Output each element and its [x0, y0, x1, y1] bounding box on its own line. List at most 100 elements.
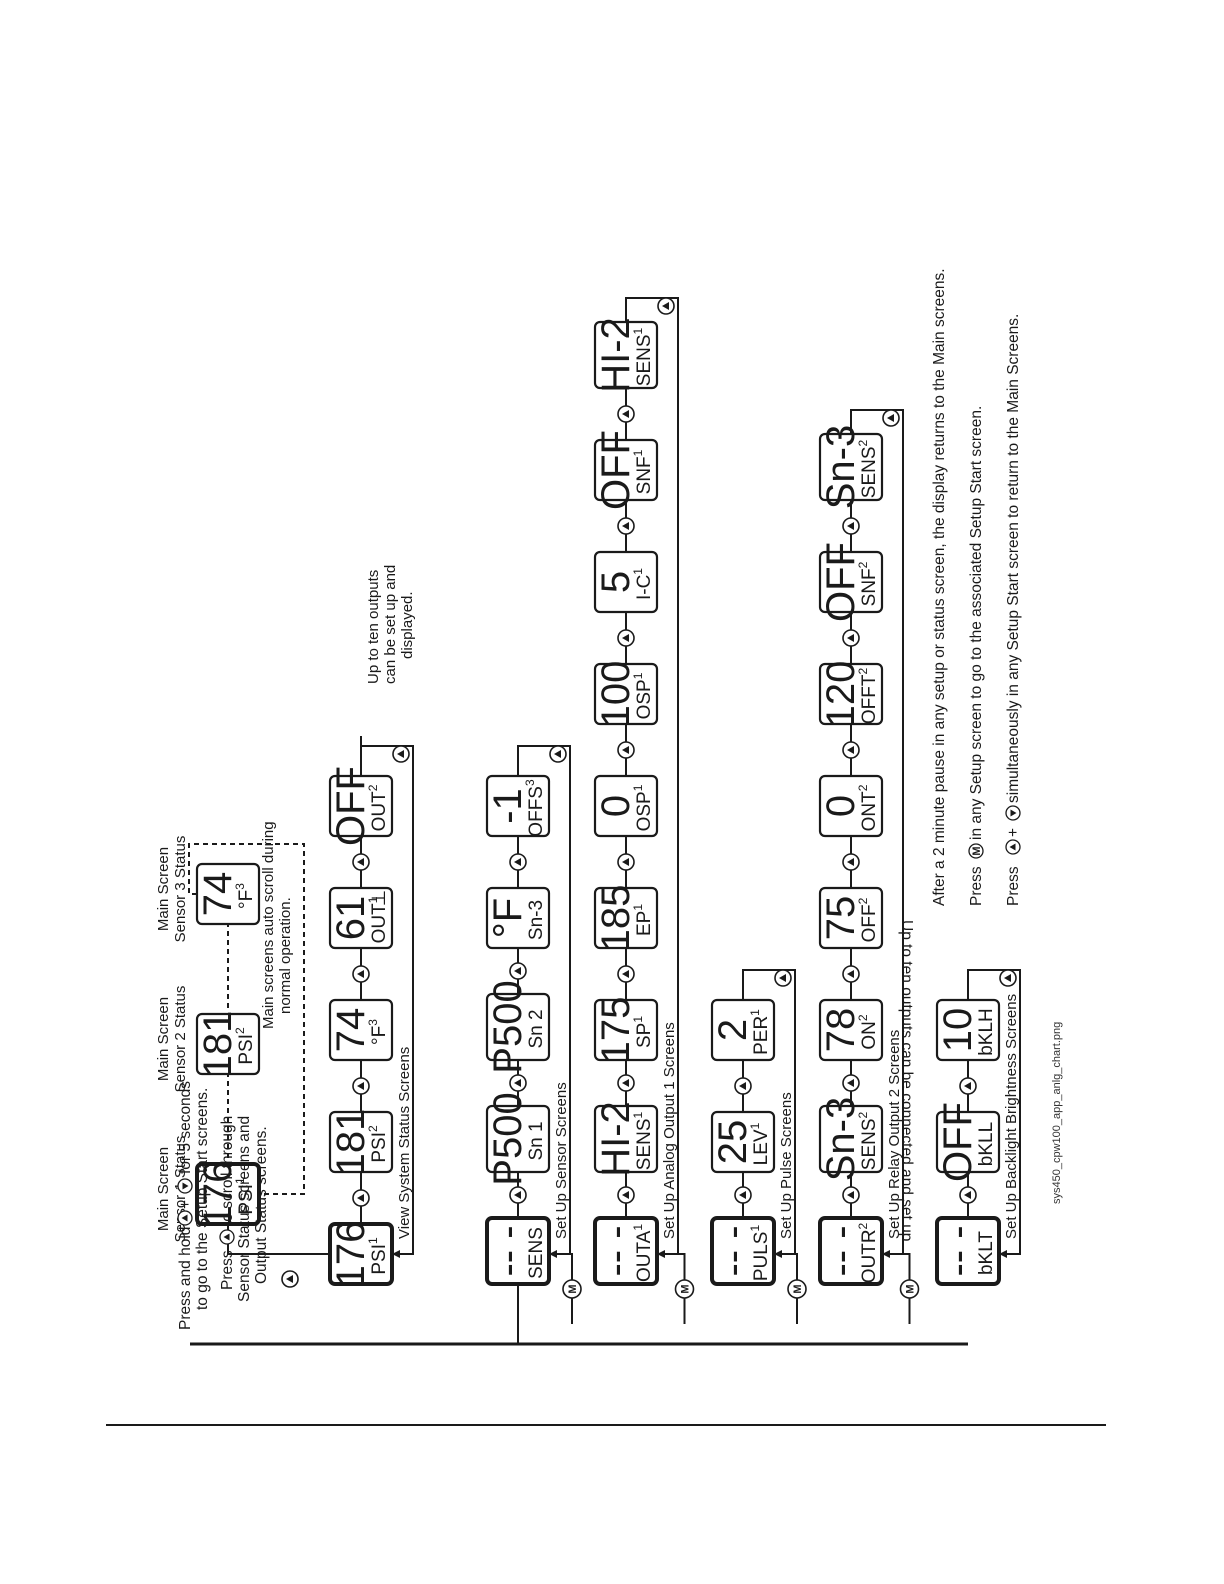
m-button-circle: [968, 843, 984, 859]
lcd-superscript: 2: [856, 668, 870, 675]
lcd-sub-label: PULS1: [748, 1225, 772, 1282]
lcd-superscript: 1: [631, 1224, 645, 1231]
hold-instruction-line1b: for 5 seconds: [177, 1081, 194, 1174]
up-triangle-icon: [847, 634, 854, 642]
lcd-frame: [485, 886, 551, 950]
lcd-sub-label: SENS1: [631, 1111, 655, 1170]
lcd-frame: [195, 1012, 261, 1076]
lcd-superscript: 2: [856, 1014, 870, 1021]
up-triangle-icon: [622, 858, 629, 866]
hold-down-button-icon: [177, 1178, 193, 1194]
pulse-next-button-1: [734, 1077, 752, 1095]
note-down-button-icon: [1005, 805, 1021, 821]
lcd-sub-label: OSP1: [631, 784, 655, 831]
lcd-sub-label: bKLL: [976, 1122, 997, 1166]
menu-m-button-icon: M: [674, 1279, 695, 1299]
analog-loop-button: [657, 297, 675, 315]
up-triangle-icon: [964, 1082, 971, 1090]
up-triangle-icon: [779, 974, 786, 982]
hold-up-button-icon: [177, 1210, 193, 1226]
note-up-button-icon: [1005, 839, 1021, 855]
lcd-main-value: 5: [594, 571, 638, 593]
analog-next-button-6: [617, 517, 635, 535]
lcd-main-value: HI-2: [594, 1101, 638, 1177]
analog-screen-6: 5I-C1: [593, 550, 659, 614]
note-m-button-icon: M: [968, 843, 984, 859]
main-screen-box-2: 74°F3: [195, 862, 261, 926]
lcd-superscript: 2: [366, 784, 380, 791]
m-button-circle: [562, 1279, 582, 1299]
analog-next-button-4: [617, 741, 635, 759]
lcd-main-value: -- -: [936, 1225, 980, 1276]
lcd-frame: [328, 886, 394, 950]
up-triangle-icon: [181, 1214, 188, 1222]
up-triangle-icon: [964, 1191, 971, 1199]
lcd-frame: [485, 1216, 551, 1286]
bottom-up-to-ten-note: Up to ten outputs can be connected and s…: [898, 920, 915, 1246]
lcd-superscript: 1: [631, 1111, 645, 1118]
lcd-superscript: 2: [856, 1111, 870, 1118]
relay-indicator-icon: ⊥: [369, 890, 390, 907]
lcd-sub-label: OFFT2: [856, 668, 880, 725]
m-button-label: M: [567, 1284, 579, 1293]
lcd-sub-label: bKLH: [976, 1008, 997, 1056]
lcd-sub-label: SNF1: [631, 449, 655, 494]
menu-m-button-icon: M: [899, 1279, 920, 1299]
lcd-sub-label: OFFS3: [523, 779, 547, 837]
relay-next-button-6: [842, 517, 860, 535]
lcd-main-value: 74: [196, 872, 240, 917]
lcd-frame: [593, 774, 659, 838]
up-triangle-icon: [662, 302, 669, 310]
lcd-main-value: Sn-3: [819, 425, 863, 510]
lcd-frame: [818, 774, 884, 838]
lcd-superscript: 2: [856, 1222, 870, 1229]
lcd-frame: [593, 438, 659, 502]
lcd-frame: [935, 1216, 1001, 1286]
analog-screen-0: -- -OUTA1: [593, 1216, 659, 1286]
up-triangle-icon: [739, 1082, 746, 1090]
analog-next-button-3: [617, 853, 635, 871]
main-screen-2-header-line1: Main Screen: [155, 997, 172, 1081]
lcd-main-value: 0: [819, 795, 863, 817]
press-m-note-b: in any Setup screen to go to the associa…: [968, 406, 985, 840]
hold-press-text: Press and hold: [177, 1227, 194, 1330]
annotations: Main Screen Sensor 1 Status Main Screen …: [155, 268, 1063, 1330]
lcd-frame: [818, 1104, 884, 1174]
m-button-label: M: [680, 1284, 692, 1293]
backlight-next-button-0: [959, 1186, 977, 1204]
m-button-label: M: [792, 1284, 804, 1293]
main-screen-1-header-line1: Main Screen: [155, 1147, 172, 1231]
lcd-frame: [195, 1162, 261, 1226]
lcd-frame: [710, 1216, 776, 1286]
m-button-label: M: [971, 846, 983, 855]
lcd-superscript: 2: [856, 439, 870, 446]
lcd-frame: [593, 1104, 659, 1174]
scroll-instruction-line1b: to scroll through: [219, 1116, 236, 1226]
relay-loop-button: [882, 409, 900, 427]
lcd-main-value: °F: [486, 898, 530, 938]
up-triangle-icon: [514, 858, 521, 866]
lcd-superscript: 1: [631, 568, 645, 575]
main-screen-2-header-line2: Sensor 2 Status: [172, 986, 189, 1093]
hold-instruction-line1: Press and hold: [177, 1227, 194, 1330]
lcd-sub-label: Sn 1: [526, 1121, 547, 1160]
lcd-sub-label: SENS2: [856, 1111, 880, 1170]
sensor-row-label: Set Up Sensor Screens: [553, 1082, 570, 1239]
lcd-sub-label: Sn 2: [526, 1009, 547, 1048]
lcd-frame: [593, 998, 659, 1062]
status-row-label: View System Status Screens: [396, 1047, 413, 1239]
filename-caption: sys450_cpw100_app_anlg_chart.png: [1051, 1022, 1063, 1204]
up-triangle-icon: [739, 1191, 746, 1199]
lcd-superscript: 2: [856, 784, 870, 791]
outputs-loop-note-line3: displayed.: [399, 591, 416, 659]
